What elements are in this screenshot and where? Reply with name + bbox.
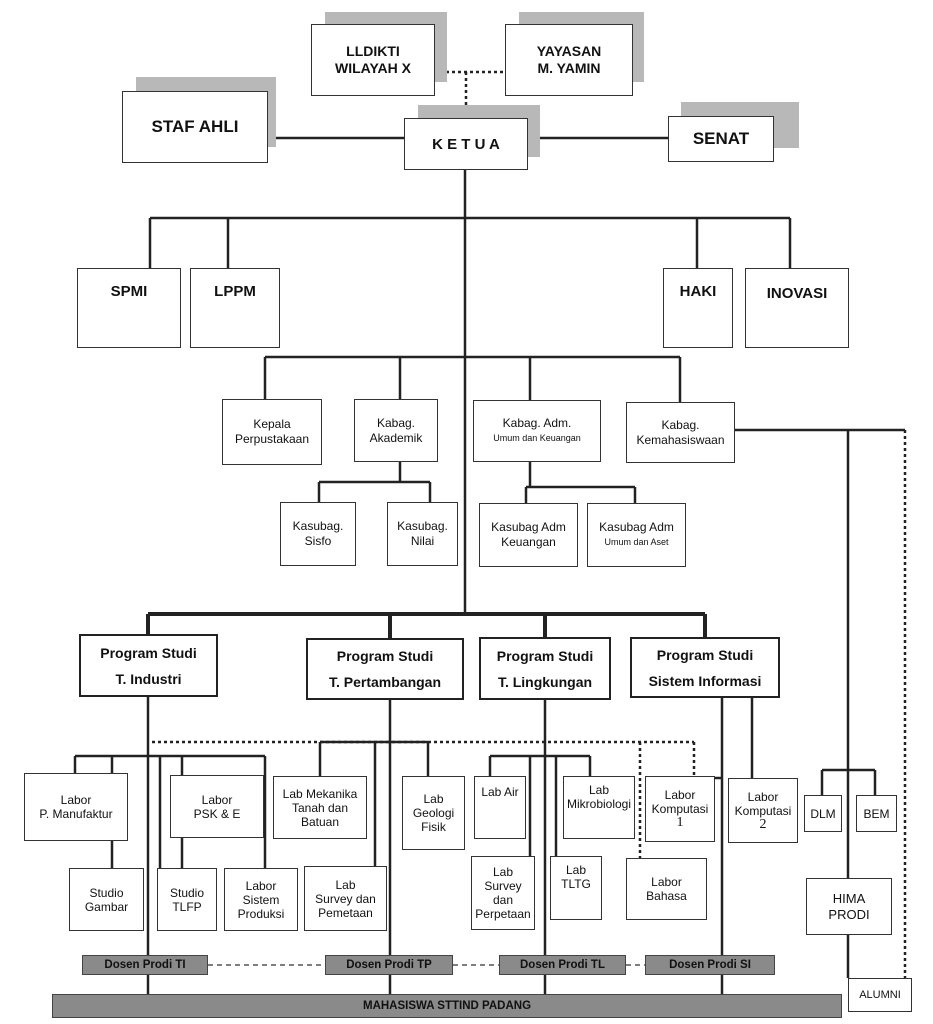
lab-geologi-box: Lab Geologi Fisik [402,776,465,850]
dlm-box: DLM [804,795,842,832]
labor-psk-box: Labor PSK & E [170,775,264,838]
haki-box: HAKI [663,268,733,348]
kasubag-aset-box: Kasubag Adm Umum dan Aset [587,503,686,567]
bem-box: BEM [856,795,897,832]
kasubag-aset-line1: Kasubag Adm [599,520,674,534]
studio-gambar-box: Studio Gambar [69,868,144,931]
labor-komputasi-2-number: 2 [759,816,767,832]
mahasiswa-bar: MAHASISWA STTIND PADANG [52,994,842,1018]
lppm-box: LPPM [190,268,280,348]
labor-komputasi-1-label: Labor Komputasi [651,788,709,816]
labor-komputasi-2-box: Labor Komputasi 2 [728,778,798,843]
lldikti-box: LLDIKTI WILAYAH X [311,24,435,96]
kabag-adm-line1: Kabag. Adm. [502,416,572,430]
labor-p-manufaktur-box: Labor P. Manufaktur [24,773,128,841]
yayasan-box: YAYASAN M. YAMIN [505,24,633,96]
dosen-prodi-ti-bar: Dosen Prodi TI [82,955,208,975]
studio-tlfp-box: Studio TLFP [157,868,217,931]
labor-komputasi-1-box: Labor Komputasi 1 [645,776,715,842]
kabag-kemahasiswaan-box: Kabag. Kemahasiswaan [626,402,735,463]
prodi-tl-box: Program Studi T. Lingkungan [479,637,611,700]
ketua-box: K E T U A [404,118,528,170]
kepala-perpustakaan-box: Kepala Perpustakaan [222,399,322,465]
lab-mekanika-box: Lab Mekanika Tanah dan Batuan [273,776,367,839]
lab-air-box: Lab Air [474,776,526,839]
kasubag-nilai-box: Kasubag. Nilai [387,502,458,566]
dosen-prodi-si-bar: Dosen Prodi SI [645,955,775,975]
labor-sistem-produksi-box: Labor Sistem Produksi [224,868,298,931]
alumni-box: ALUMNI [848,978,912,1012]
kabag-adm-line2: Umum dan Keuangan [493,433,581,443]
kabag-akademik-box: Kabag. Akademik [354,399,438,462]
lab-survey-pemetaan-box: Lab Survey dan Pemetaan [304,866,387,931]
labor-komputasi-2-label: Labor Komputasi [734,789,792,818]
prodi-si-box: Program Studi Sistem Informasi [630,637,780,698]
prodi-ti-box: Program Studi T. Industri [79,634,218,697]
kabag-adm-box: Kabag. Adm. Umum dan Keuangan [473,400,601,462]
lab-mikrobiologi-box: Lab Mikrobiologi [563,776,635,839]
kasubag-keuangan-box: Kasubag Adm Keuangan [479,503,578,567]
spmi-box: SPMI [77,268,181,348]
inovasi-box: INOVASI [745,268,849,348]
prodi-tp-box: Program Studi T. Pertambangan [306,638,464,700]
dosen-prodi-tl-bar: Dosen Prodi TL [499,955,626,975]
staf-ahli-box: STAF AHLI [122,91,268,163]
lab-tltg-box: Lab TLTG [550,856,602,920]
lab-survey-perpetaan-box: Lab Survey dan Perpetaan [471,856,535,930]
senat-box: SENAT [668,116,774,162]
labor-bahasa-box: Labor Bahasa [626,858,707,920]
labor-komputasi-1-number: 1 [676,815,684,830]
dosen-prodi-tp-bar: Dosen Prodi TP [325,955,453,975]
kasubag-sisfo-box: Kasubag. Sisfo [280,502,356,566]
kasubag-aset-line2: Umum dan Aset [604,537,669,547]
hima-prodi-box: HIMA PRODI [806,878,892,935]
